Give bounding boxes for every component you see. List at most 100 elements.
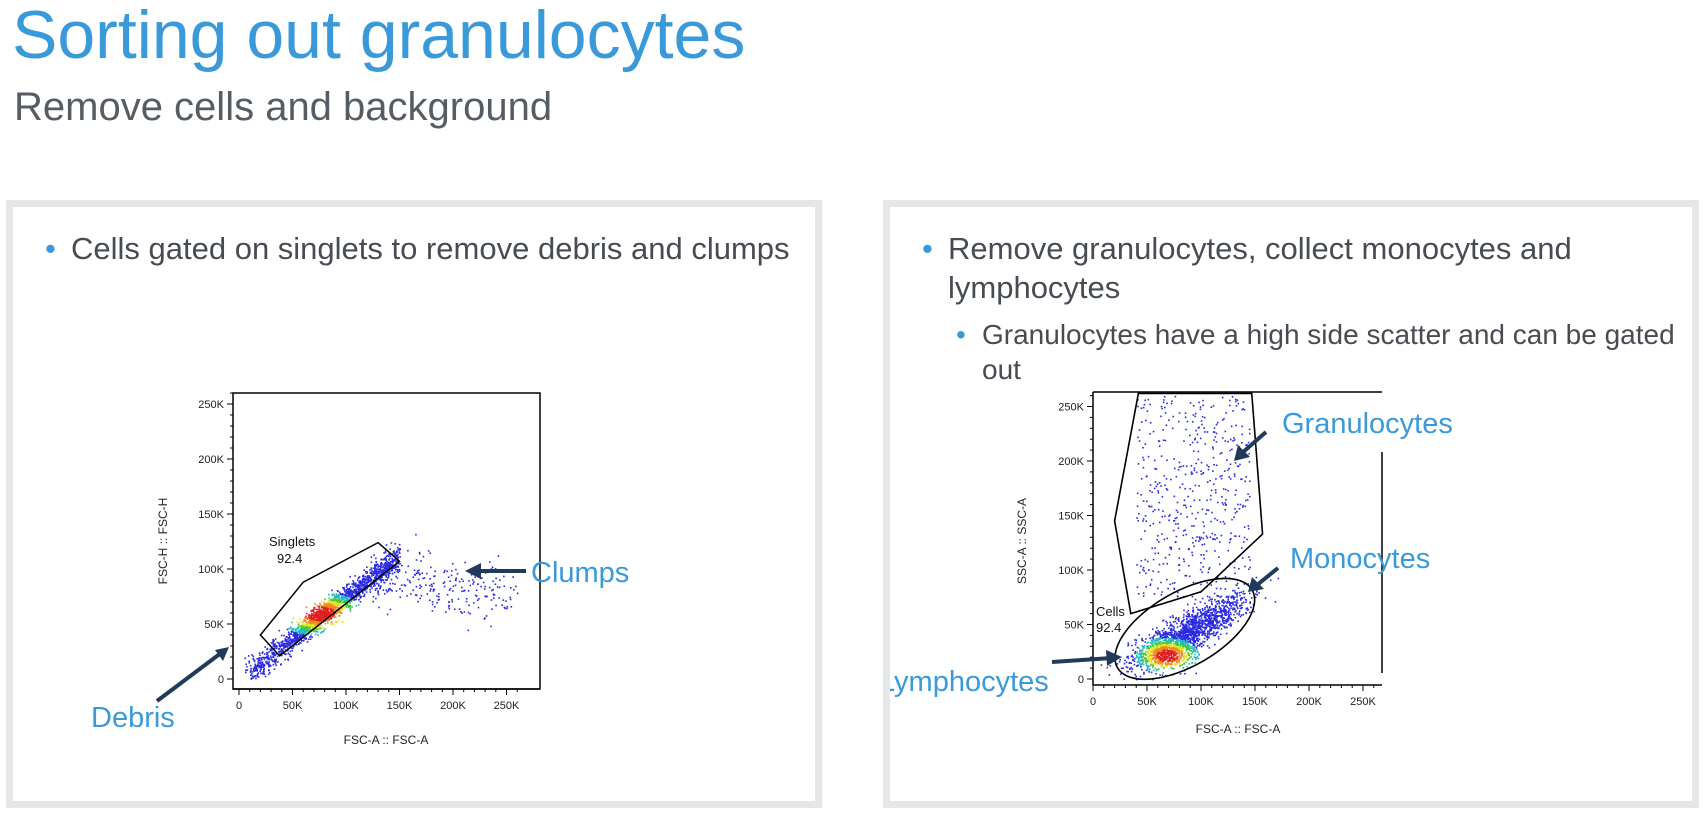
scatter-dot xyxy=(453,608,456,611)
scatter-dot xyxy=(1236,599,1238,602)
scatter-dot xyxy=(1163,652,1165,654)
scatter-dot xyxy=(1248,495,1251,498)
scatter-dot xyxy=(1123,662,1126,665)
scatter-dot xyxy=(289,650,292,653)
scatter-dot xyxy=(369,577,372,579)
scatter-dot xyxy=(423,577,426,579)
scatter-dot xyxy=(387,555,390,558)
scatter-dot xyxy=(366,587,368,590)
scatter-dot xyxy=(1229,538,1232,540)
scatter-dot xyxy=(267,673,270,676)
scatter-dot xyxy=(491,608,493,610)
scatter-dot xyxy=(420,585,423,588)
scatter-dot xyxy=(349,590,352,593)
scatter-dot xyxy=(1130,662,1132,664)
scatter-dot xyxy=(1140,565,1142,568)
scatter-dot xyxy=(1227,598,1230,601)
scatter-dot xyxy=(273,647,276,650)
scatter-dot xyxy=(1187,658,1190,660)
scatter-dot xyxy=(1223,622,1226,624)
scatter-dot xyxy=(300,628,302,630)
scatter-dot xyxy=(388,572,390,575)
scatter-dot xyxy=(267,657,270,659)
scatter-dot xyxy=(319,612,322,614)
scatter-dot xyxy=(346,592,349,595)
scatter-dot xyxy=(280,641,283,644)
scatter-dot xyxy=(1218,541,1221,543)
scatter-dot xyxy=(1204,616,1206,619)
scatter-dot xyxy=(266,655,268,658)
scatter-dot xyxy=(1213,626,1216,629)
scatter-dot xyxy=(1234,604,1236,607)
scatter-dot xyxy=(332,602,335,604)
scatter-dot xyxy=(1192,649,1195,652)
scatter-dot xyxy=(1233,601,1235,603)
scatter-dot xyxy=(1135,665,1138,667)
scatter-dot xyxy=(1229,611,1232,614)
scatter-dot xyxy=(1172,651,1175,653)
scatter-dot xyxy=(283,647,285,650)
scatter-dot xyxy=(342,594,345,597)
scatter-dot xyxy=(318,609,321,612)
scatter-dot xyxy=(461,586,463,589)
scatter-dot xyxy=(1233,516,1235,519)
scatter-dot xyxy=(1207,571,1210,574)
scatter-dot xyxy=(474,576,476,579)
scatter-dot xyxy=(260,672,262,675)
scatter-dot xyxy=(1225,503,1227,506)
scatter-dot xyxy=(284,639,286,642)
scatter-dot xyxy=(1201,423,1203,426)
scatter-dot xyxy=(281,640,284,642)
scatter-dot xyxy=(1167,587,1169,590)
scatter-dot xyxy=(1212,614,1215,616)
scatter-dot xyxy=(1194,539,1197,542)
scatter-dot xyxy=(324,598,326,601)
y-tick-label: 100K xyxy=(1058,565,1084,577)
scatter-dot xyxy=(349,593,351,596)
scatter-dot xyxy=(284,649,287,651)
scatter-dot xyxy=(1183,625,1185,628)
scatter-dot xyxy=(370,561,373,564)
scatter-dot xyxy=(1165,620,1167,623)
scatter-dot xyxy=(379,585,382,588)
scatter-dot xyxy=(287,637,290,639)
scatter-dot xyxy=(313,625,316,627)
scatter-dot xyxy=(381,558,383,561)
scatter-dot xyxy=(1194,614,1197,617)
scatter-dot xyxy=(375,580,377,583)
scatter-dot xyxy=(483,618,486,620)
scatter-dot xyxy=(267,655,269,657)
scatter-dot xyxy=(1243,583,1246,585)
scatter-dot xyxy=(400,584,403,586)
scatter-dot xyxy=(316,631,319,633)
scatter-dot xyxy=(1192,626,1194,629)
scatter-dot xyxy=(462,580,465,583)
scatter-dot xyxy=(284,653,287,656)
scatter-dot xyxy=(1153,645,1155,648)
scatter-dot xyxy=(373,554,376,556)
scatter-dot xyxy=(330,600,332,603)
scatter-dot xyxy=(1157,632,1160,635)
scatter-dot xyxy=(1171,639,1174,642)
scatter-dot xyxy=(1214,533,1216,536)
scatter-dot xyxy=(1238,592,1241,594)
scatter-dot xyxy=(1183,656,1185,659)
scatter-dot xyxy=(1198,645,1201,647)
scatter-dot xyxy=(1203,620,1205,622)
scatter-dot xyxy=(357,588,359,591)
scatter-dot xyxy=(438,595,440,598)
scatter-dot xyxy=(375,576,378,579)
scatter-dot xyxy=(1164,412,1167,414)
scatter-dot xyxy=(1163,667,1165,669)
scatter-dot xyxy=(1170,624,1173,626)
scatter-dot xyxy=(1196,536,1198,538)
scatter-dot xyxy=(361,580,364,582)
scatter-dot xyxy=(296,634,298,637)
scatter-dot xyxy=(1201,544,1204,546)
scatter-dot xyxy=(1248,428,1251,431)
scatter-dot xyxy=(1141,649,1143,652)
scatter-dot xyxy=(311,620,313,622)
scatter-dot xyxy=(1193,636,1195,639)
scatter-dot xyxy=(1194,639,1197,642)
scatter-dot xyxy=(1240,591,1243,594)
